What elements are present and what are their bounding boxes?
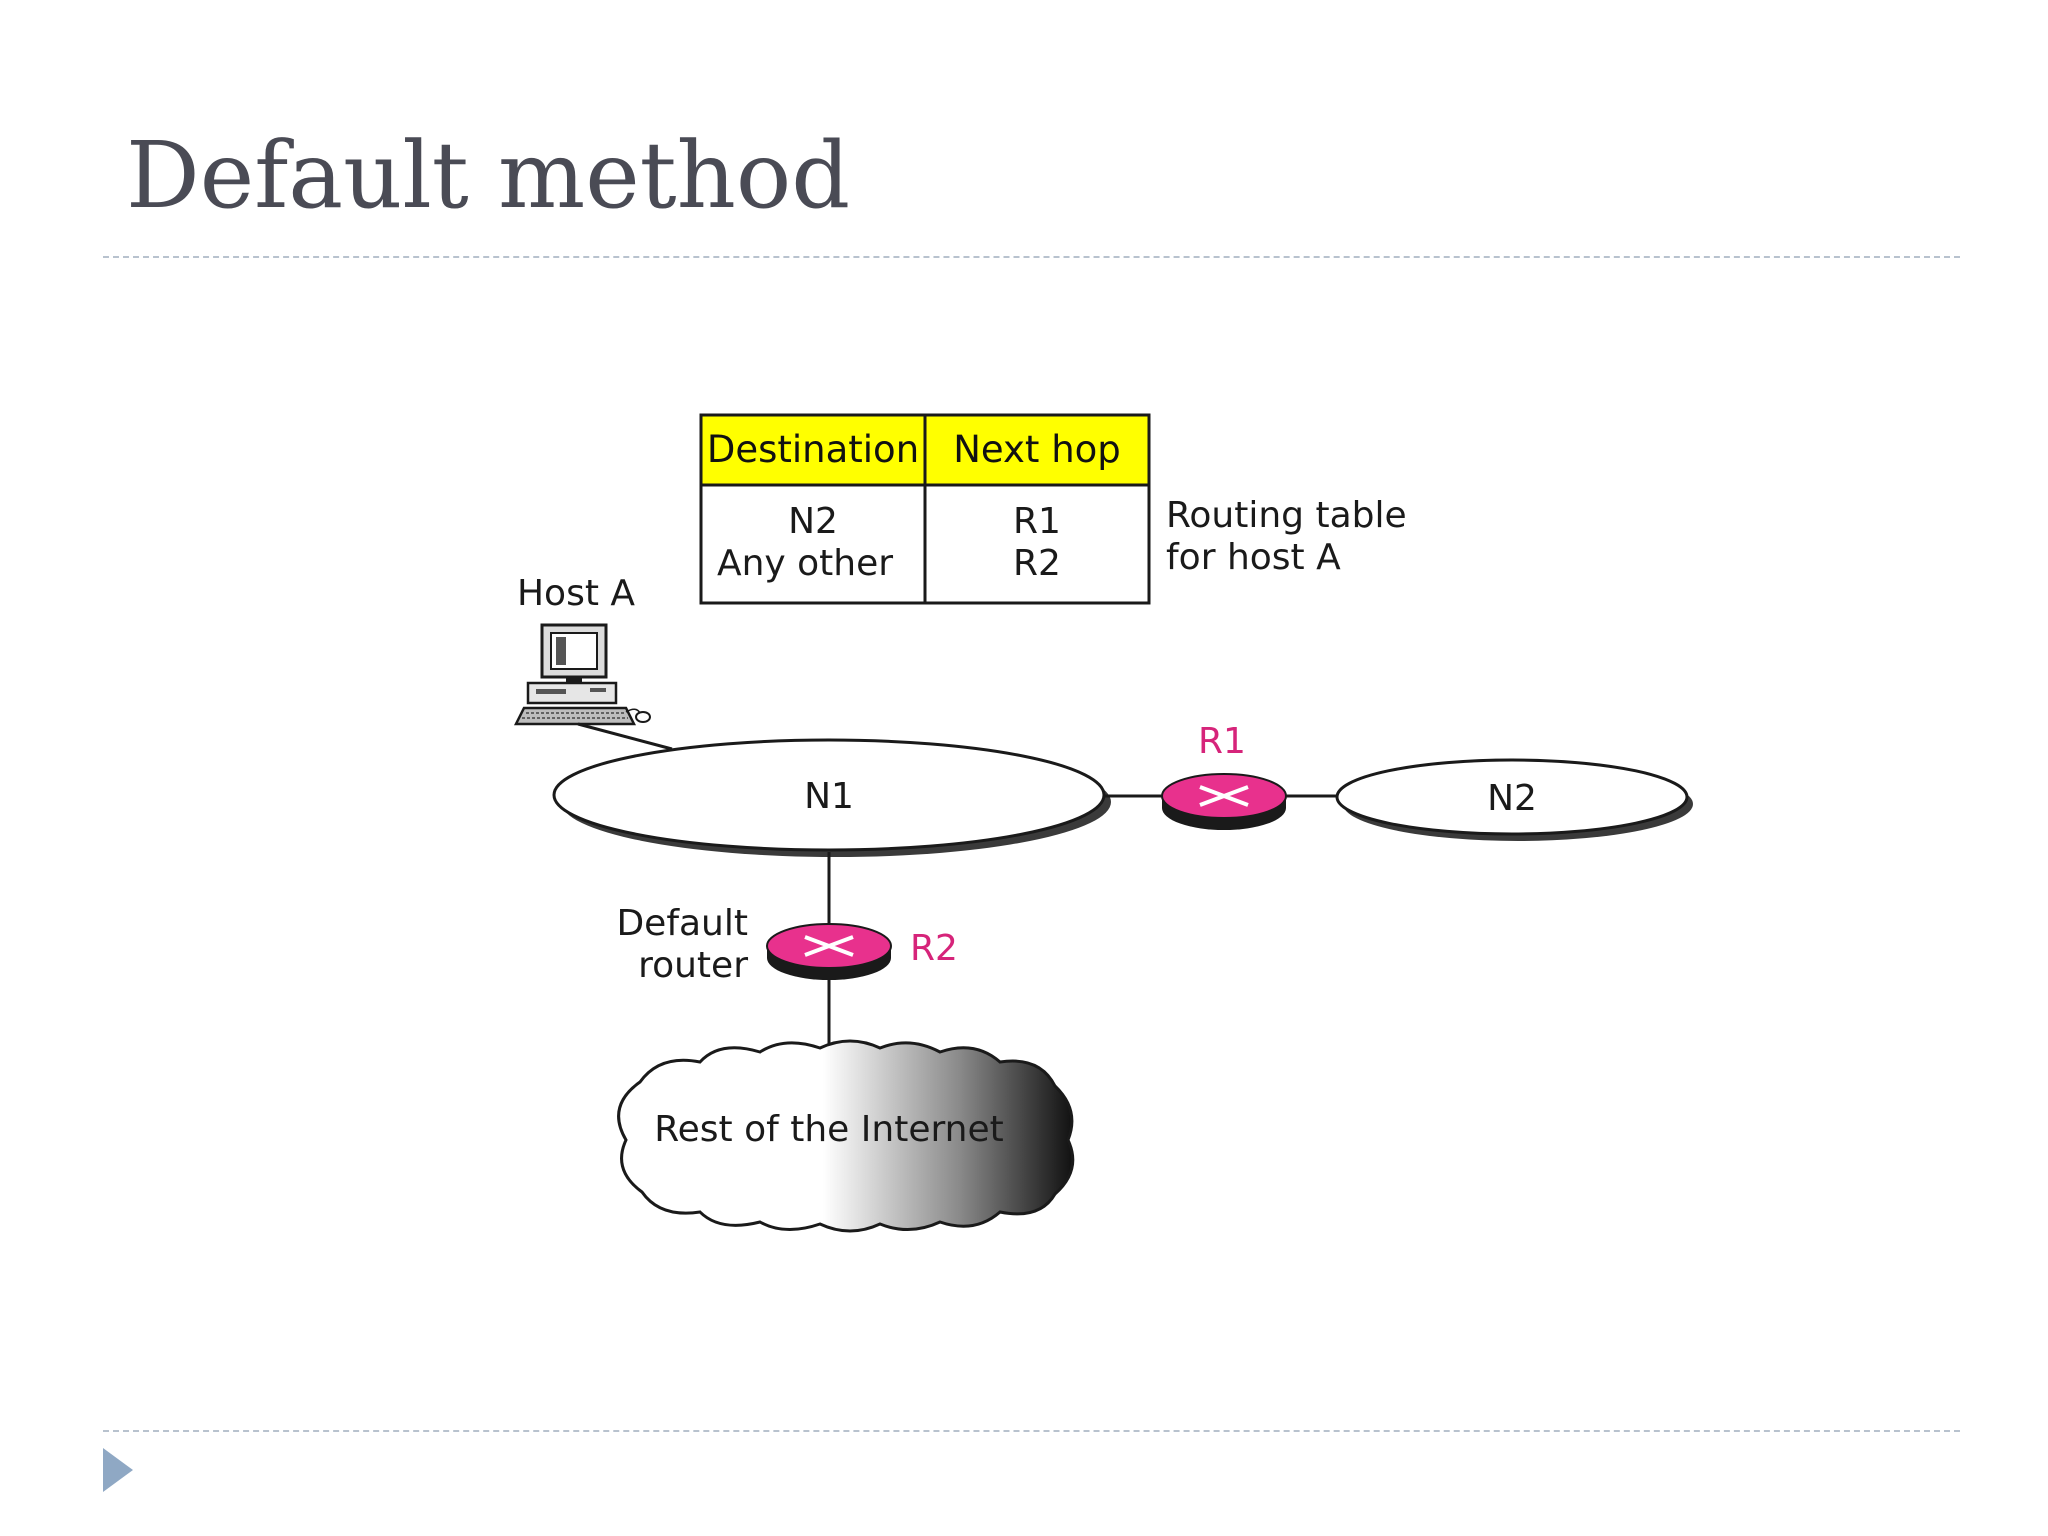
internet-cloud: Rest of the Internet bbox=[617, 1039, 1075, 1233]
router-r2-label: R2 bbox=[910, 928, 958, 969]
footer-divider bbox=[103, 1430, 1960, 1432]
table-header-destination bbox=[699, 413, 927, 487]
desktop-computer-icon bbox=[513, 623, 651, 726]
network-n2-label: N2 bbox=[1487, 778, 1537, 819]
internet-cloud-label: Rest of the Internet bbox=[654, 1109, 1003, 1150]
title-divider bbox=[103, 256, 1960, 258]
network-n2: N2 bbox=[1335, 758, 1693, 841]
page-title: Default method bbox=[126, 122, 851, 229]
routing-table: Destination Next hop N2 R1 Any other R2 … bbox=[699, 413, 1407, 605]
table-header-next-hop bbox=[923, 413, 1151, 487]
default-router-label-line2: router bbox=[638, 945, 748, 986]
router-r1-label: R1 bbox=[1198, 721, 1246, 762]
table-header-text-next-hop: Next hop bbox=[953, 428, 1121, 471]
default-router-label-line1: Default bbox=[616, 903, 748, 944]
host-link bbox=[577, 722, 673, 751]
table-cell: R1 bbox=[1013, 501, 1061, 542]
router-icon bbox=[1161, 773, 1287, 830]
table-cell: R2 bbox=[1013, 543, 1061, 584]
table-cell: Any other bbox=[717, 543, 893, 584]
table-header-text-destination: Destination bbox=[707, 428, 919, 471]
next-slide-arrow-icon[interactable] bbox=[103, 1448, 133, 1492]
network-n1-label: N1 bbox=[804, 776, 854, 817]
routing-table-caption-line2: for host A bbox=[1166, 537, 1341, 578]
table-cell: N2 bbox=[788, 501, 838, 542]
router-icon bbox=[766, 923, 892, 980]
routing-table-caption-line1: Routing table bbox=[1166, 495, 1407, 536]
host-label: Host A bbox=[517, 573, 635, 614]
network-n1: N1 bbox=[552, 738, 1111, 857]
